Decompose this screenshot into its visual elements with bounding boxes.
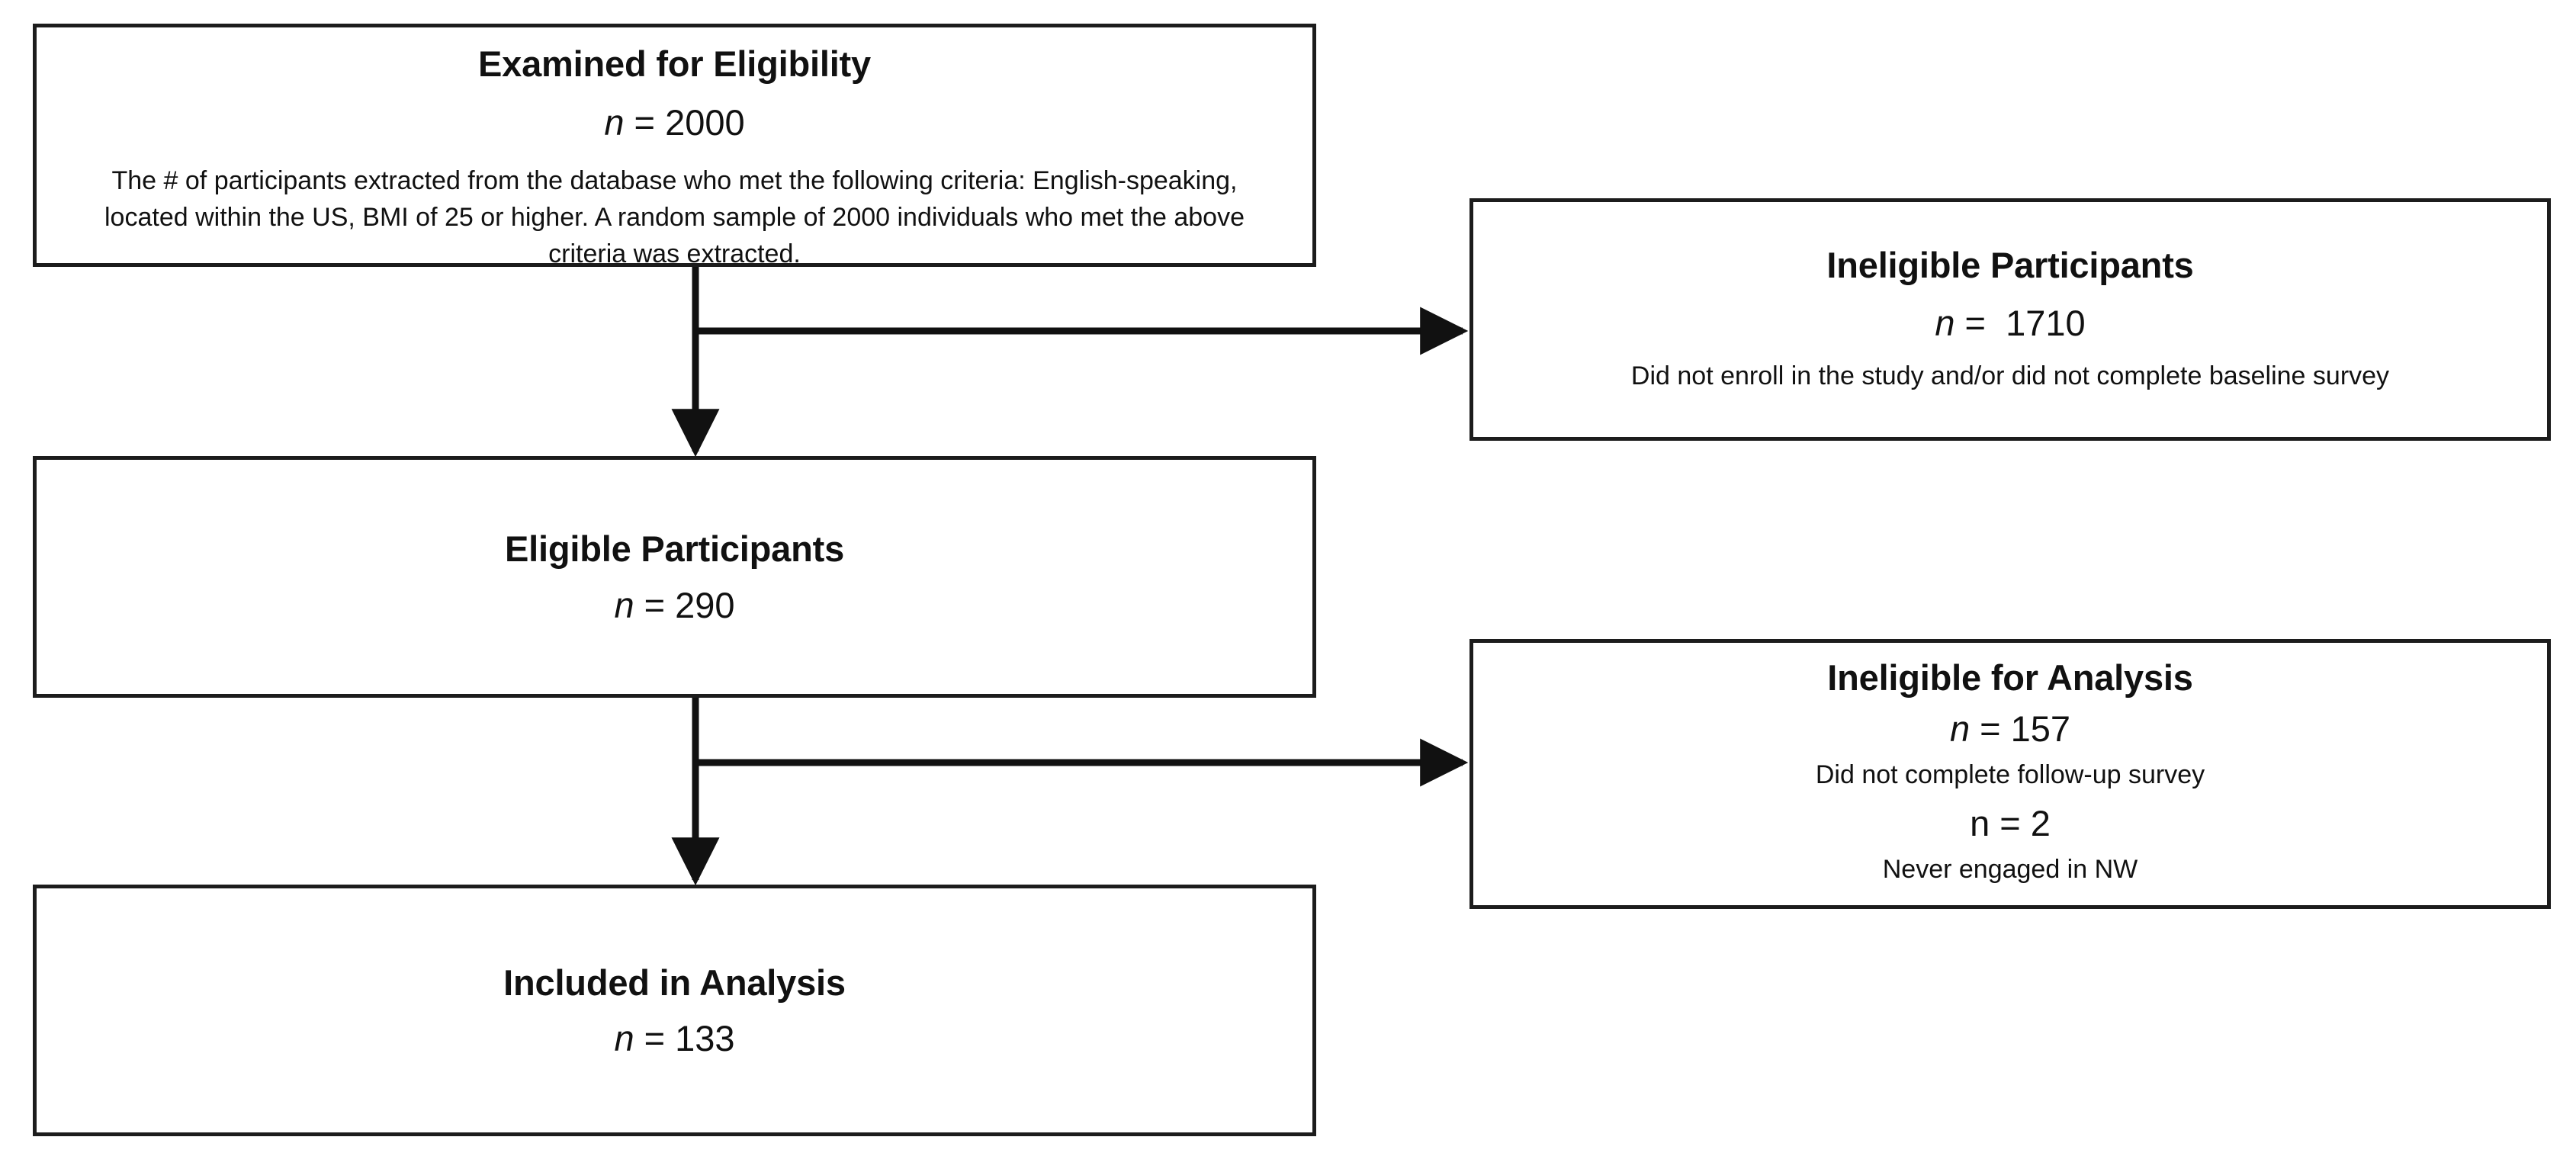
box-examined-for-eligibility: Examined for Eligibility n = 2000 The # … <box>33 24 1316 268</box>
box-ineligible-analysis-count-1: n = 157 <box>1950 708 2070 750</box>
box-eligible-n-symbol: n <box>614 584 634 625</box>
box-included-n-value: = 133 <box>634 1018 735 1058</box>
box-ineligible-participants-n-value: = 1710 <box>1954 302 2086 343</box>
box-included-count: n = 133 <box>614 1017 734 1059</box>
box-examined-title: Examined for Eligibility <box>478 43 871 84</box>
box-examined-n-symbol: n <box>604 102 625 143</box>
box-ineligible-analysis-reason-1: Did not complete follow-up survey <box>1815 760 2205 789</box>
box-ineligible-participants-title: Ineligible Participants <box>1826 245 2194 286</box>
box-ineligible-participants-description: Did not enroll in the study and/or did n… <box>1630 361 2390 391</box>
box-eligible-n-value: = 290 <box>634 584 735 625</box>
box-ineligible-participants-count: n = 1710 <box>1935 302 2085 344</box>
box-ineligible-analysis-n-symbol-2: n <box>1970 803 1990 844</box>
box-eligible-title: Eligible Participants <box>504 528 845 570</box>
box-ineligible-analysis-n-value-2: = 2 <box>1990 803 2051 844</box>
box-included-in-analysis: Included in Analysis n = 133 <box>33 885 1316 1136</box>
box-ineligible-for-analysis: Ineligible for Analysis n = 157 Did not … <box>1469 639 2551 909</box>
box-ineligible-analysis-n-symbol-1: n <box>1949 708 1971 750</box>
box-ineligible-analysis-title: Ineligible for Analysis <box>1827 657 2193 698</box>
box-included-title: Included in Analysis <box>503 962 846 1003</box>
box-ineligible-analysis-count-2: n = 2 <box>1970 802 2051 844</box>
box-examined-description: The # of participants extracted from the… <box>104 165 1245 269</box>
box-ineligible-analysis-reason-2: Never engaged in NW <box>1882 854 2138 884</box>
box-eligible-count: n = 290 <box>614 584 734 626</box>
box-examined-count: n = 2000 <box>604 101 744 143</box>
box-ineligible-participants: Ineligible Participants n = 1710 Did not… <box>1469 198 2551 441</box>
box-ineligible-analysis-n-value-1: = 157 <box>1970 708 2071 750</box>
box-ineligible-participants-n-symbol: n <box>1935 302 1955 343</box>
box-eligible-participants: Eligible Participants n = 290 <box>33 456 1316 698</box>
box-examined-n-value: = 2000 <box>624 102 745 143</box>
box-included-n-symbol: n <box>614 1018 634 1058</box>
